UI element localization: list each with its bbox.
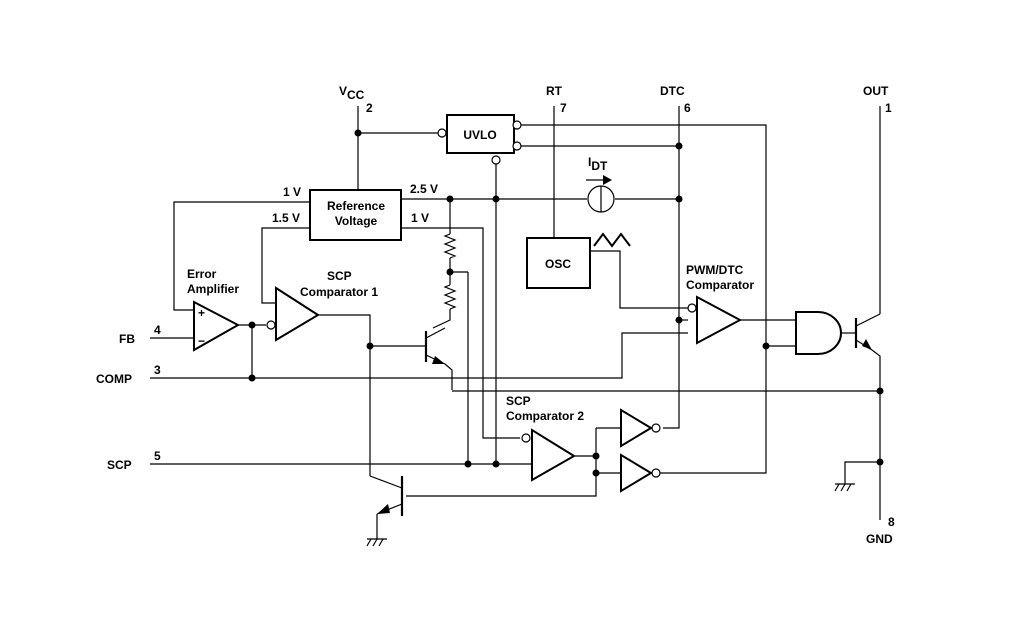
scp-comp1-label-line1: SCP (327, 269, 352, 283)
error-amp-plus: + (198, 306, 205, 320)
gnd-pin-number: 8 (888, 515, 895, 529)
uvlo-out1-wire (521, 124, 767, 474)
bottom-transistor-emitter-arrow-icon (377, 504, 390, 514)
ref-right-top-label: 2.5 V (410, 182, 438, 196)
dtc-pin-name: DTC (660, 84, 685, 98)
mid-transistor-emitter-arrow-icon (432, 356, 445, 364)
inversion-bubbles (266, 120, 697, 478)
inverter-2 (620, 453, 653, 493)
resistor-network-wire (432, 199, 468, 329)
ref-left-top-label: 1 V (283, 185, 301, 199)
osc-waveform-icon (593, 232, 631, 248)
comp-pin-line (150, 332, 688, 379)
uvlo-label: UVLO (463, 128, 496, 142)
dtc-pin-number: 6 (684, 101, 691, 115)
comp-pin-number: 3 (154, 363, 161, 377)
out-pin-name: OUT (863, 84, 889, 98)
resistor-1 (443, 233, 457, 259)
ref-1v-wire (401, 227, 520, 439)
pwm-label-line2: Comparator (686, 278, 754, 292)
ref-1v5-wire (261, 227, 310, 304)
scp-comparator-2 (531, 428, 576, 482)
gnd-pin-name: GND (866, 532, 893, 546)
fb-pin-number: 4 (154, 323, 161, 337)
vcc-pin-number: 2 (366, 101, 373, 115)
scp-pin-number: 5 (154, 449, 161, 463)
ref-left-bottom-label: 1.5 V (272, 211, 300, 225)
idt-arrow-icon (603, 175, 612, 185)
resistor-2 (443, 284, 457, 310)
scp1-out-wire (318, 314, 371, 476)
and-gate (795, 311, 842, 355)
scp-comparator-1 (275, 286, 320, 342)
scp-comp2-label-line1: SCP (506, 394, 531, 408)
rt-pin-name: RT (546, 84, 563, 98)
osc-label: OSC (545, 257, 571, 271)
error-amplifier (193, 300, 241, 352)
scp-comp1-label-line2: Comparator 1 (300, 285, 378, 299)
error-amp-label-line1: Error (187, 267, 217, 281)
inverter-1 (620, 408, 653, 448)
idt-label: IDT (588, 155, 608, 173)
dtc-pin-line (663, 106, 680, 429)
gnd-tap-wire (844, 461, 880, 484)
ground-symbol-icon (834, 483, 855, 492)
ref-1v-fb-wire (173, 201, 310, 311)
scp2-out-wire (406, 455, 597, 497)
scp-comp2-label-line2: Comparator 2 (506, 409, 584, 423)
junction-dots (248, 129, 884, 477)
ground-symbol-icon (366, 538, 387, 547)
out-pin-number: 1 (885, 101, 892, 115)
pwm-label-line1: PWM/DTC (686, 263, 744, 277)
osc-block (526, 237, 591, 289)
rt-pin-number: 7 (560, 101, 567, 115)
reference-label-line2: Voltage (335, 214, 378, 228)
comp-pin-name: COMP (96, 372, 132, 386)
reference-voltage-block (309, 189, 402, 241)
osc-output-wire (590, 250, 688, 309)
scp-pin-name: SCP (107, 458, 132, 472)
output-transistor-legs (855, 106, 881, 520)
scp2-to-inv1-wire (595, 427, 621, 456)
reference-label-line1: Reference (327, 199, 385, 213)
output-transistor-emitter-arrow-icon (862, 339, 872, 350)
wires (150, 106, 881, 539)
fb-pin-name: FB (119, 332, 135, 346)
uvlo-block (446, 114, 515, 154)
pwm-dtc-comparator (696, 295, 743, 345)
mid-transistor-legs (425, 327, 453, 390)
ref-right-bottom-label: 1 V (411, 211, 429, 225)
error-amp-minus: − (198, 334, 205, 348)
vcc-pin-name: VCC (339, 84, 365, 102)
error-amp-label-line2: Amplifier (187, 282, 239, 296)
